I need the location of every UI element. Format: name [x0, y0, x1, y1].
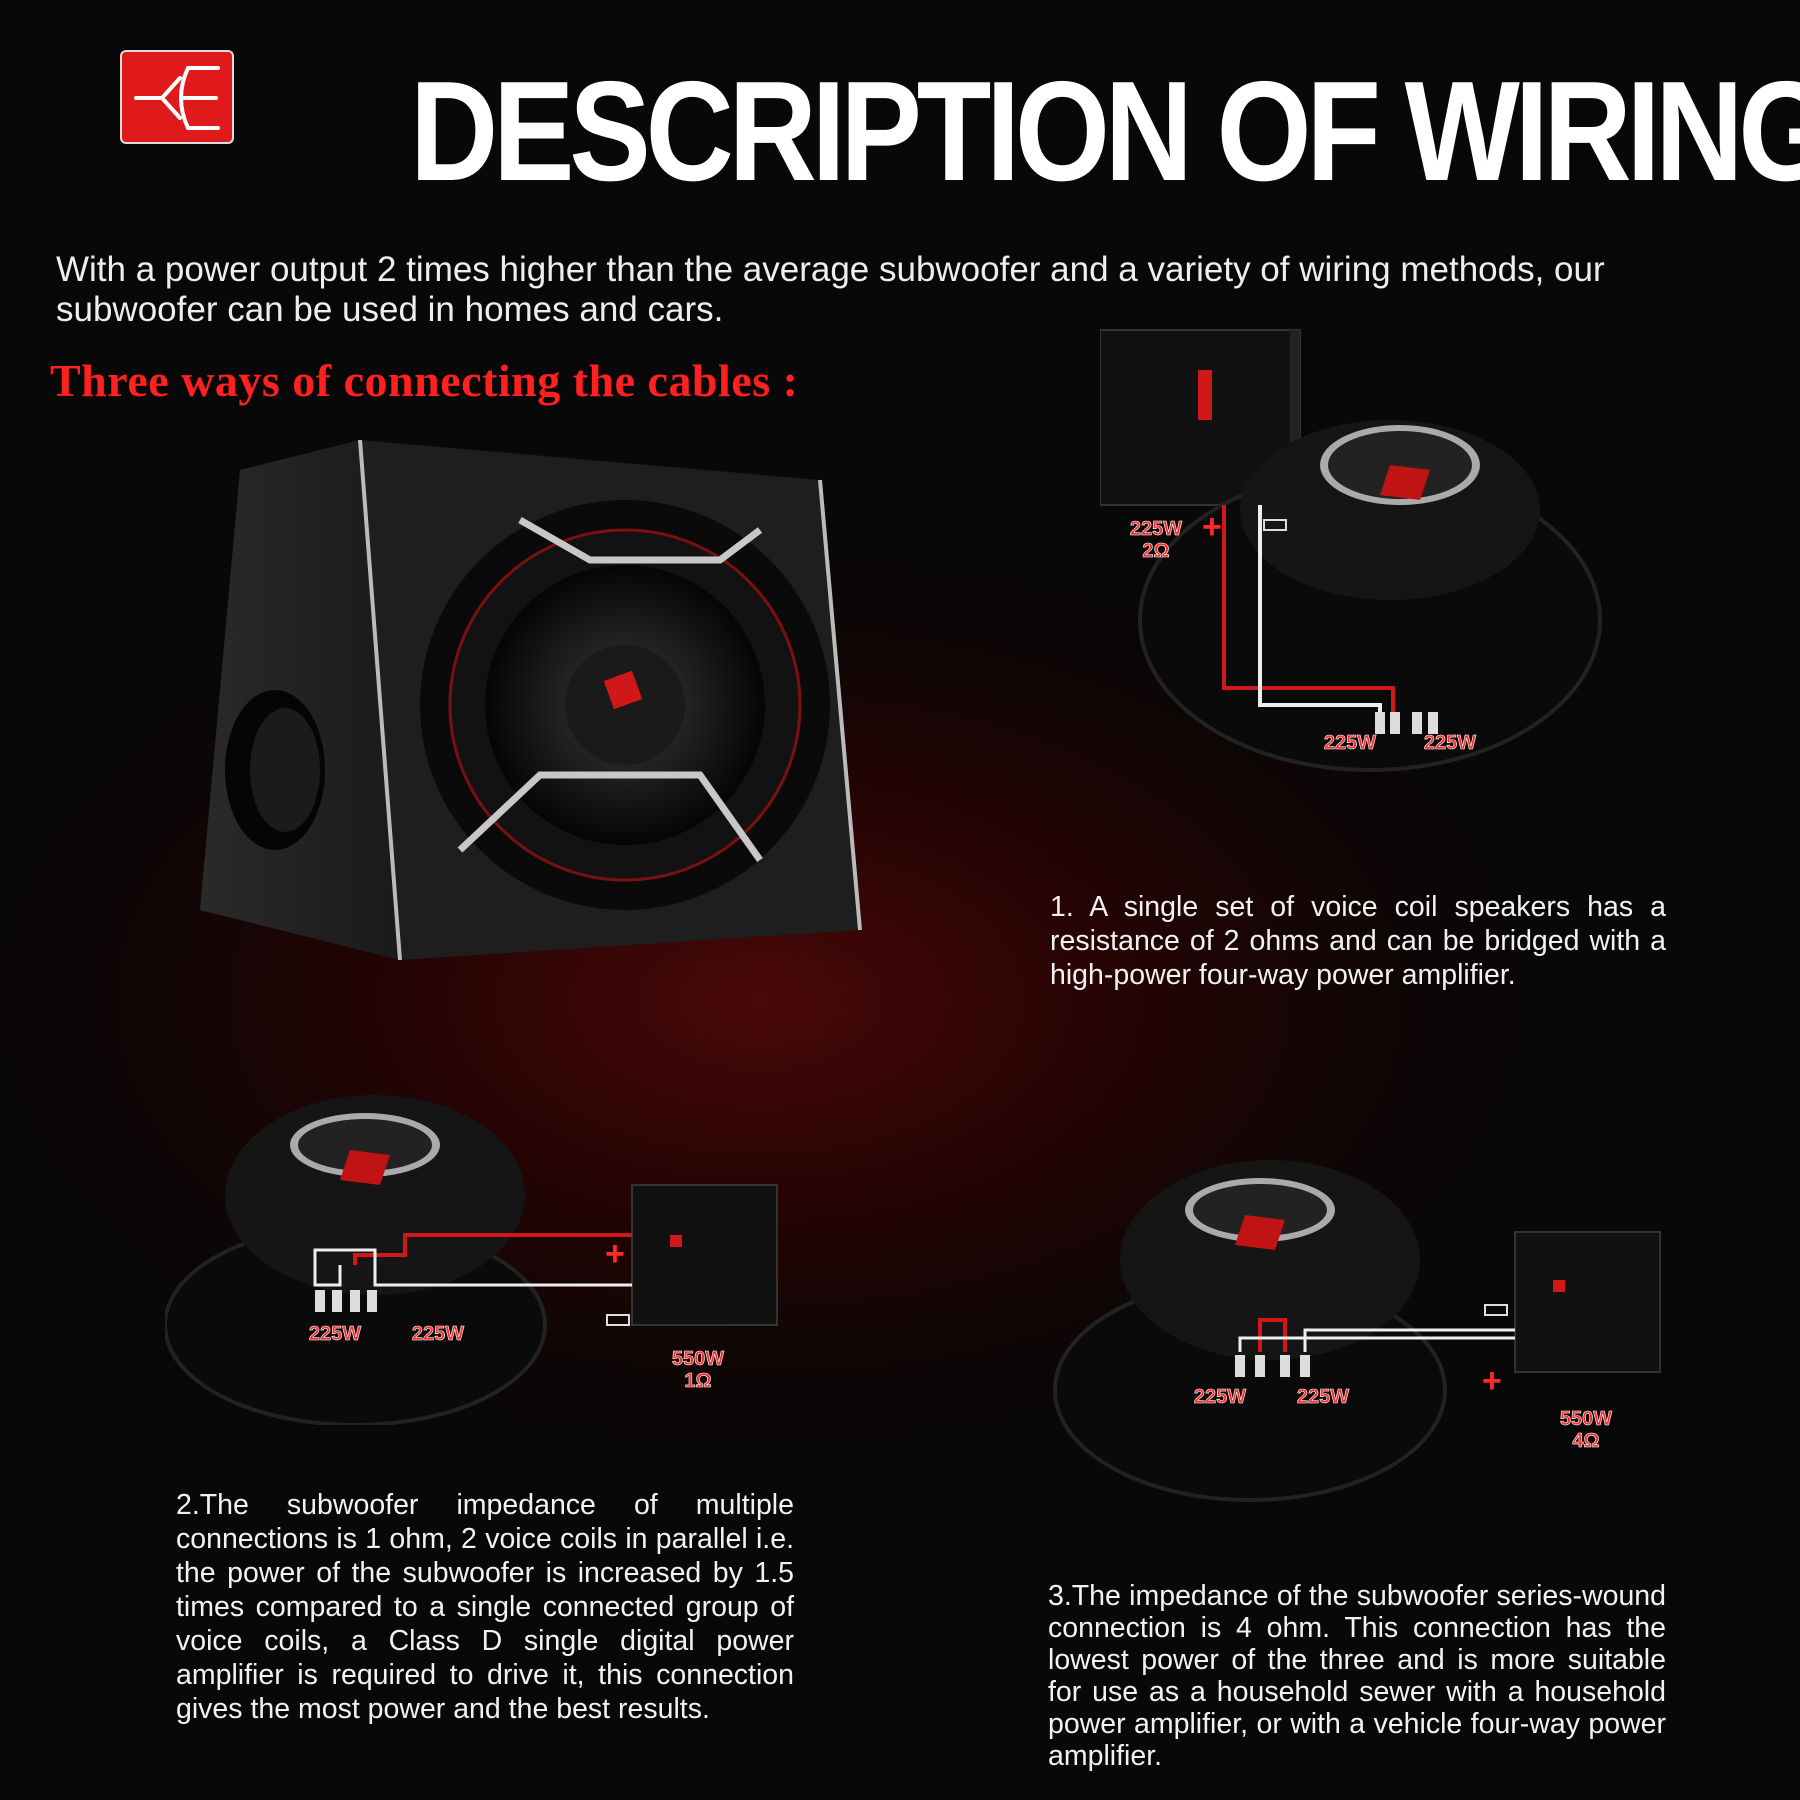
svg-text:+: + [1202, 508, 1222, 546]
section-subtitle: Three ways of connecting the cables : [50, 355, 799, 406]
intro-text: With a power output 2 times higher than … [56, 250, 1605, 329]
diagram2-amp-power-label: 550W [671, 1348, 725, 1371]
diagram3-description: 3.The impedance of the subwoofer series-… [1048, 1580, 1666, 1772]
wiring-diagram-3: + [1053, 1160, 1661, 1502]
diagram3-coil-right-label: 225W [1296, 1386, 1350, 1409]
diagram3-amp-impedance-label: 4Ω [1572, 1430, 1600, 1453]
diagram3-amp-power-label: 550W [1559, 1408, 1613, 1431]
subwoofer-enclosure-image [200, 440, 862, 961]
wiring-diagram-2: + [165, 1095, 778, 1425]
diagram1-coil-left-label: 225W [1323, 732, 1377, 755]
diagram1-coil-right-label: 225W [1423, 732, 1477, 755]
diagram1-description: 1. A single set of voice coil speakers h… [1050, 891, 1666, 991]
brand-logo-icon [120, 50, 234, 144]
svg-text:+: + [1482, 1362, 1502, 1400]
diagram1-amp-power-label: 225W [1129, 518, 1183, 541]
diagram2-coil-left-label: 225W [308, 1323, 362, 1346]
amplifier-image [631, 1184, 778, 1326]
page-title: DESCRIPTION OF WIRING [410, 52, 1800, 211]
diagram2-amp-impedance-label: 1Ω [684, 1370, 712, 1393]
diagram3-coil-left-label: 225W [1193, 1386, 1247, 1409]
diagram2-coil-right-label: 225W [411, 1323, 465, 1346]
diagram2-description: 2.The subwoofer impedance of multiple co… [176, 1489, 794, 1725]
wiring-diagram-1: + [1100, 329, 1602, 772]
amplifier-image [1514, 1231, 1661, 1373]
diagram1-amp-impedance-label: 2Ω [1142, 540, 1170, 563]
svg-text:+: + [605, 1235, 625, 1273]
